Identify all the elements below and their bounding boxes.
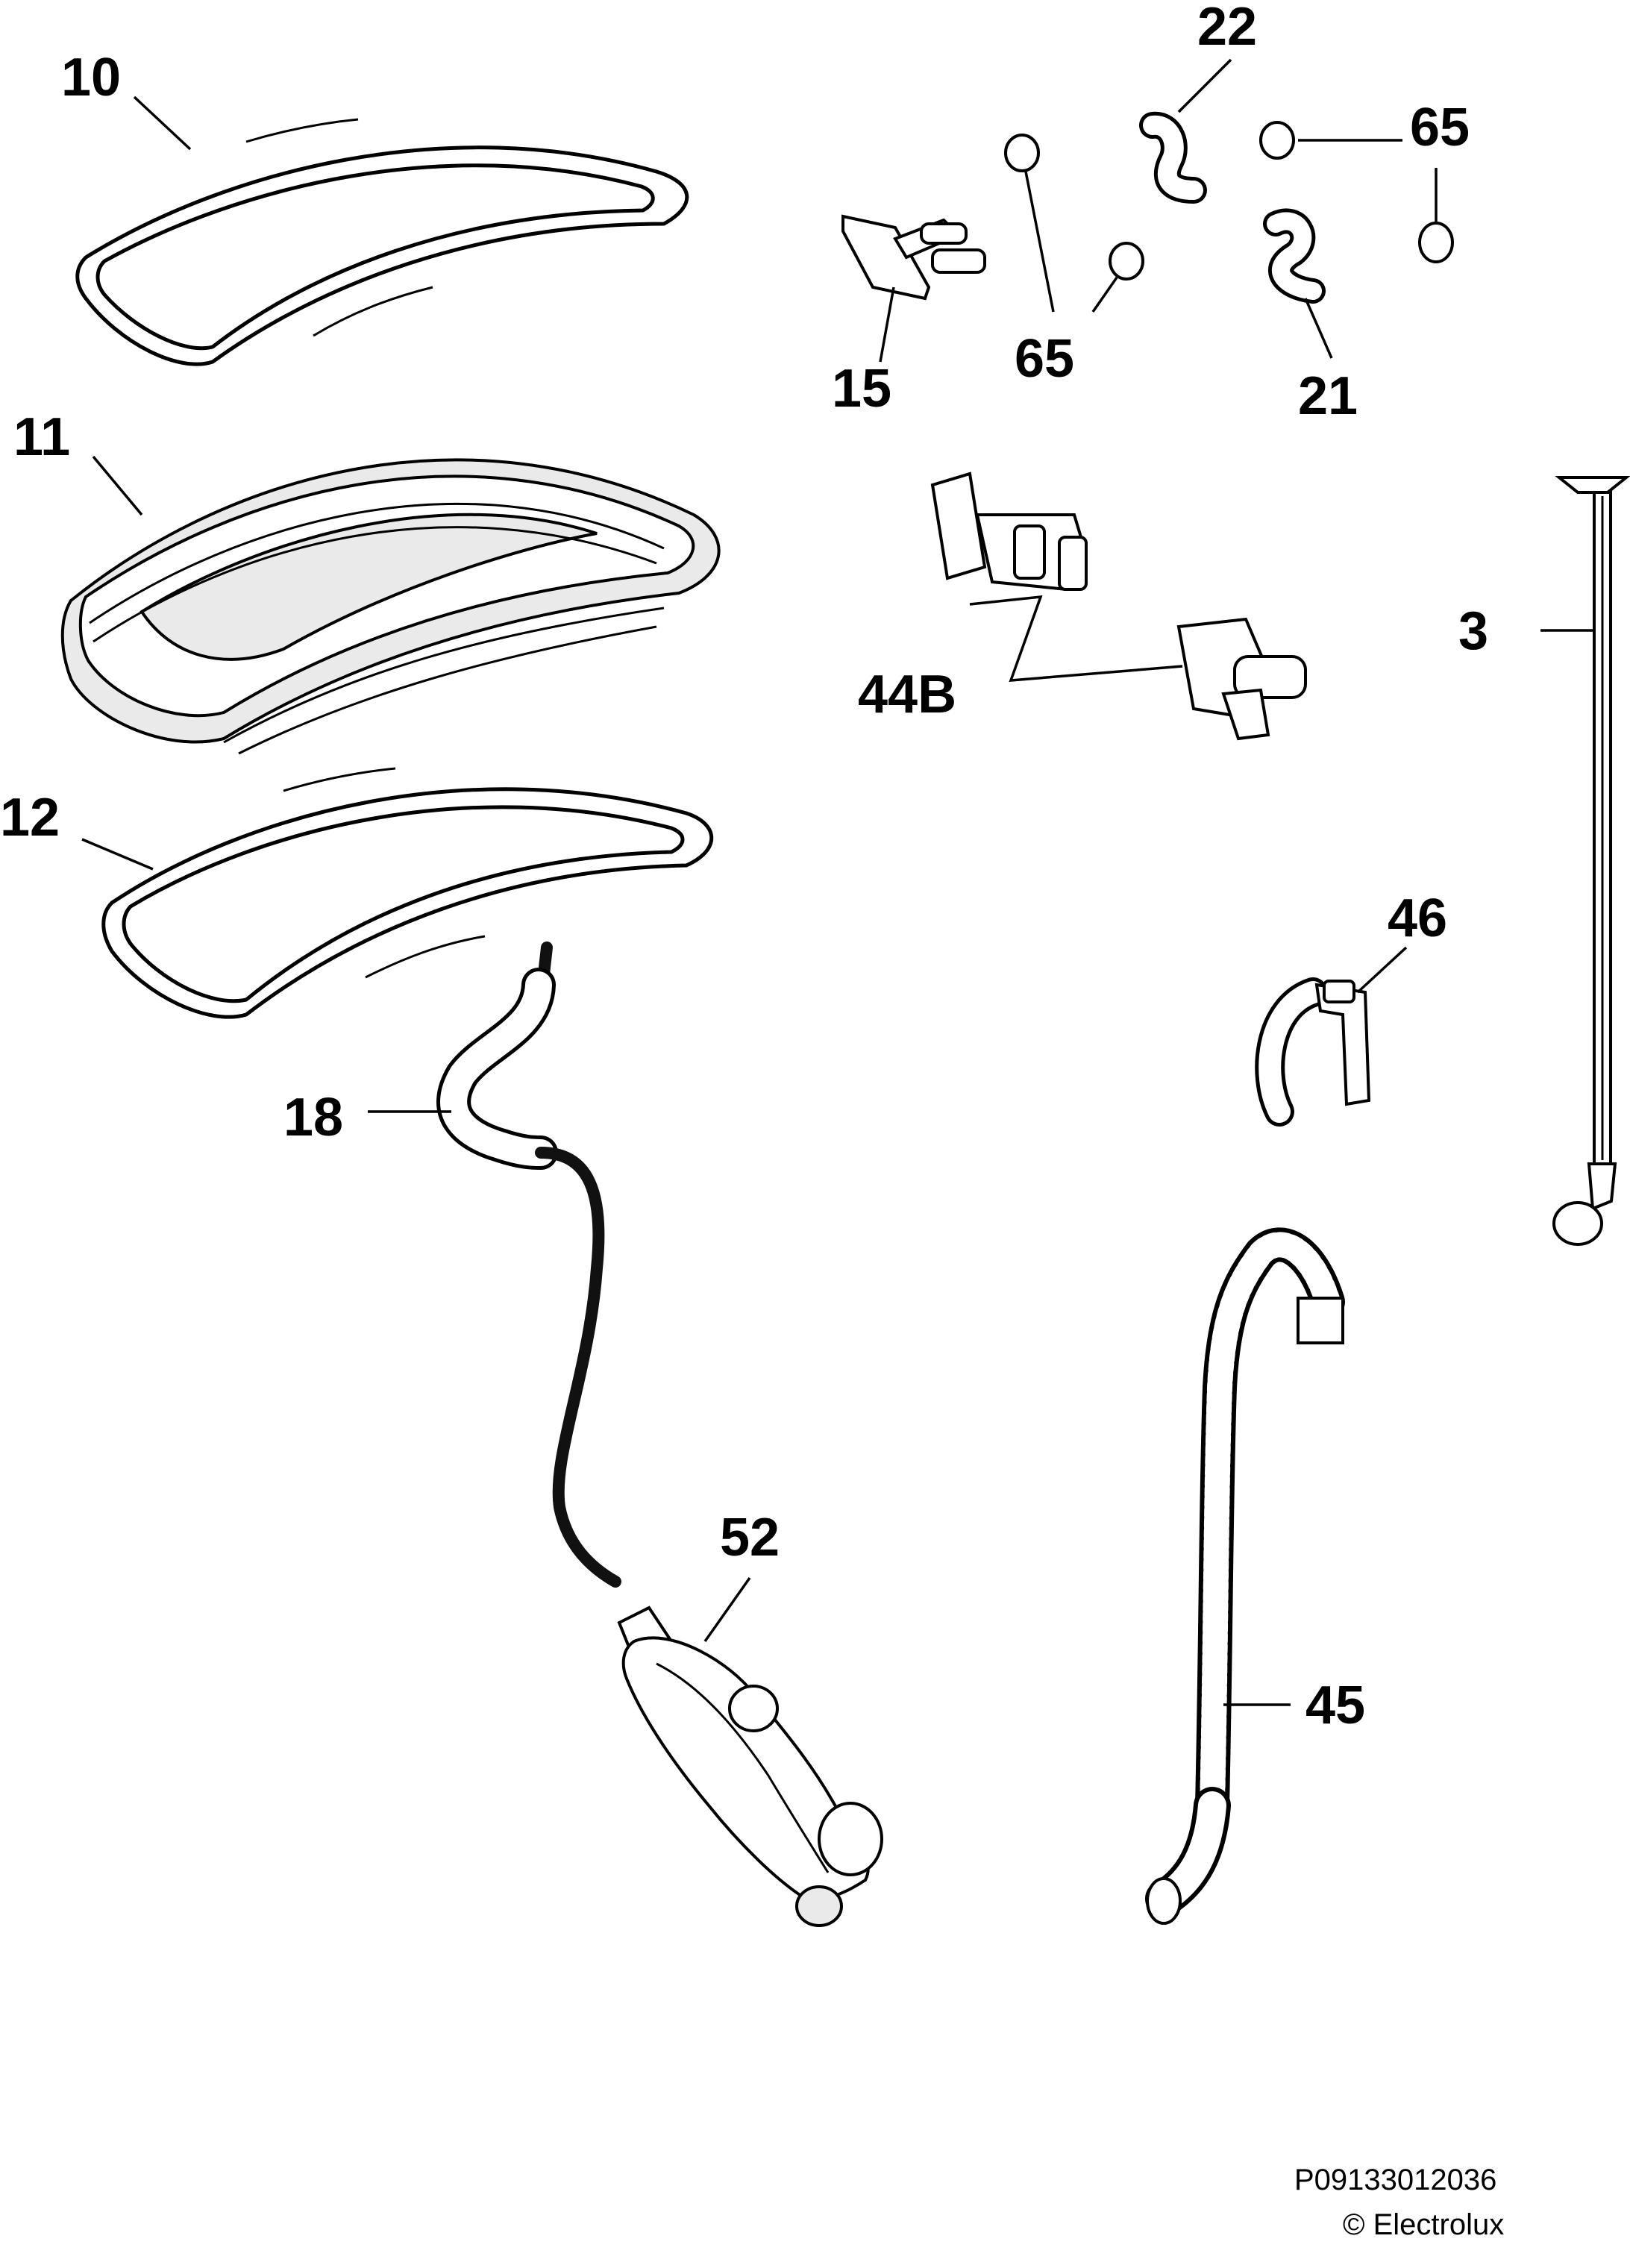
callout-45: 45 xyxy=(1305,1676,1365,1735)
callout-11: 11 xyxy=(13,407,70,467)
callout-12: 12 xyxy=(0,788,60,848)
callout-46: 46 xyxy=(1388,889,1447,948)
callout-3: 3 xyxy=(1458,601,1488,661)
part-11-door-seal xyxy=(60,458,721,755)
part-3-rod xyxy=(1552,476,1630,1246)
part-44b-hinge-clips xyxy=(930,472,1307,741)
callout-44b: 44B xyxy=(858,665,956,724)
callout-65-center: 65 xyxy=(1015,329,1074,389)
part-21-small-hose xyxy=(1263,208,1326,304)
part-46-clip xyxy=(1255,977,1371,1127)
callout-52: 52 xyxy=(720,1508,780,1567)
part-22-small-hose xyxy=(1139,111,1207,204)
callout-15: 15 xyxy=(832,359,891,419)
part-10-gasket-frame xyxy=(75,118,689,366)
callout-labels: 10 11 12 18 52 22 65 15 65 21 3 44B 46 4… xyxy=(0,0,1488,1735)
part-52-pump-housing xyxy=(617,1606,883,1927)
callout-65-right: 65 xyxy=(1410,98,1470,157)
part-18-hose xyxy=(436,942,621,1588)
callout-22: 22 xyxy=(1197,0,1257,57)
part-15-bracket xyxy=(841,214,986,301)
leader-lines xyxy=(81,58,1594,1706)
callout-21: 21 xyxy=(1298,366,1358,426)
part-45-drain-hose xyxy=(1145,1227,1345,1925)
callout-18: 18 xyxy=(283,1088,343,1147)
part-65-rings xyxy=(1004,121,1454,281)
part-12-gasket-frame xyxy=(101,767,714,1019)
copyright-brand: © Electrolux xyxy=(1343,2208,1504,2241)
callout-10: 10 xyxy=(61,48,121,107)
diagram-code: P09133012036 xyxy=(1294,2164,1496,2196)
footer: P09133012036 © Electrolux xyxy=(1294,2164,1504,2241)
